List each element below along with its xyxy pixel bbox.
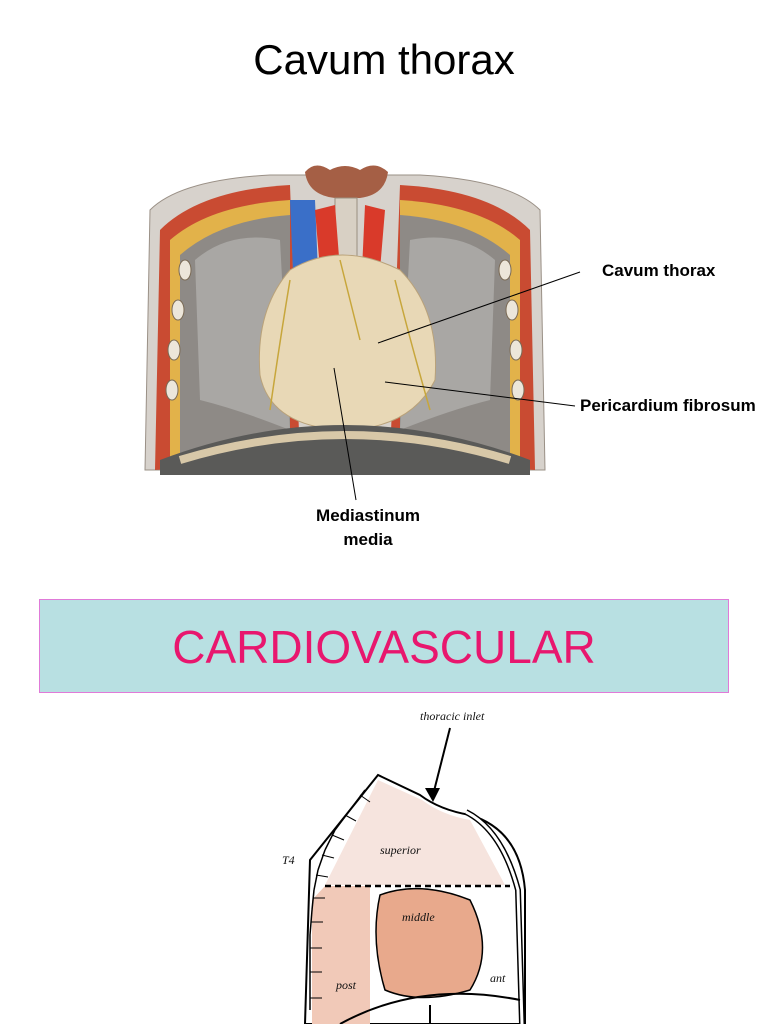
label-t4: T4 <box>282 853 295 867</box>
section-banner: CARDIOVASCULAR <box>39 599 729 693</box>
thoracic-cavity-illustration <box>144 165 546 475</box>
mediastinum-schematic <box>303 727 526 1024</box>
label-anterior: ant <box>490 971 506 985</box>
label-mediastinum-media: Mediastinum media <box>316 506 420 549</box>
banner-text: CARDIOVASCULAR <box>172 621 596 673</box>
label-cavum-thorax: Cavum thorax <box>602 261 716 280</box>
label-pericardium-fibrosum: Pericardium fibrosum <box>580 396 756 415</box>
label-posterior: post <box>336 978 357 992</box>
label-middle: middle <box>402 910 435 924</box>
label-thoracic-inlet: thoracic inlet <box>420 709 485 723</box>
slide-title: Cavum thorax <box>253 36 515 83</box>
label-superior: superior <box>380 843 421 857</box>
